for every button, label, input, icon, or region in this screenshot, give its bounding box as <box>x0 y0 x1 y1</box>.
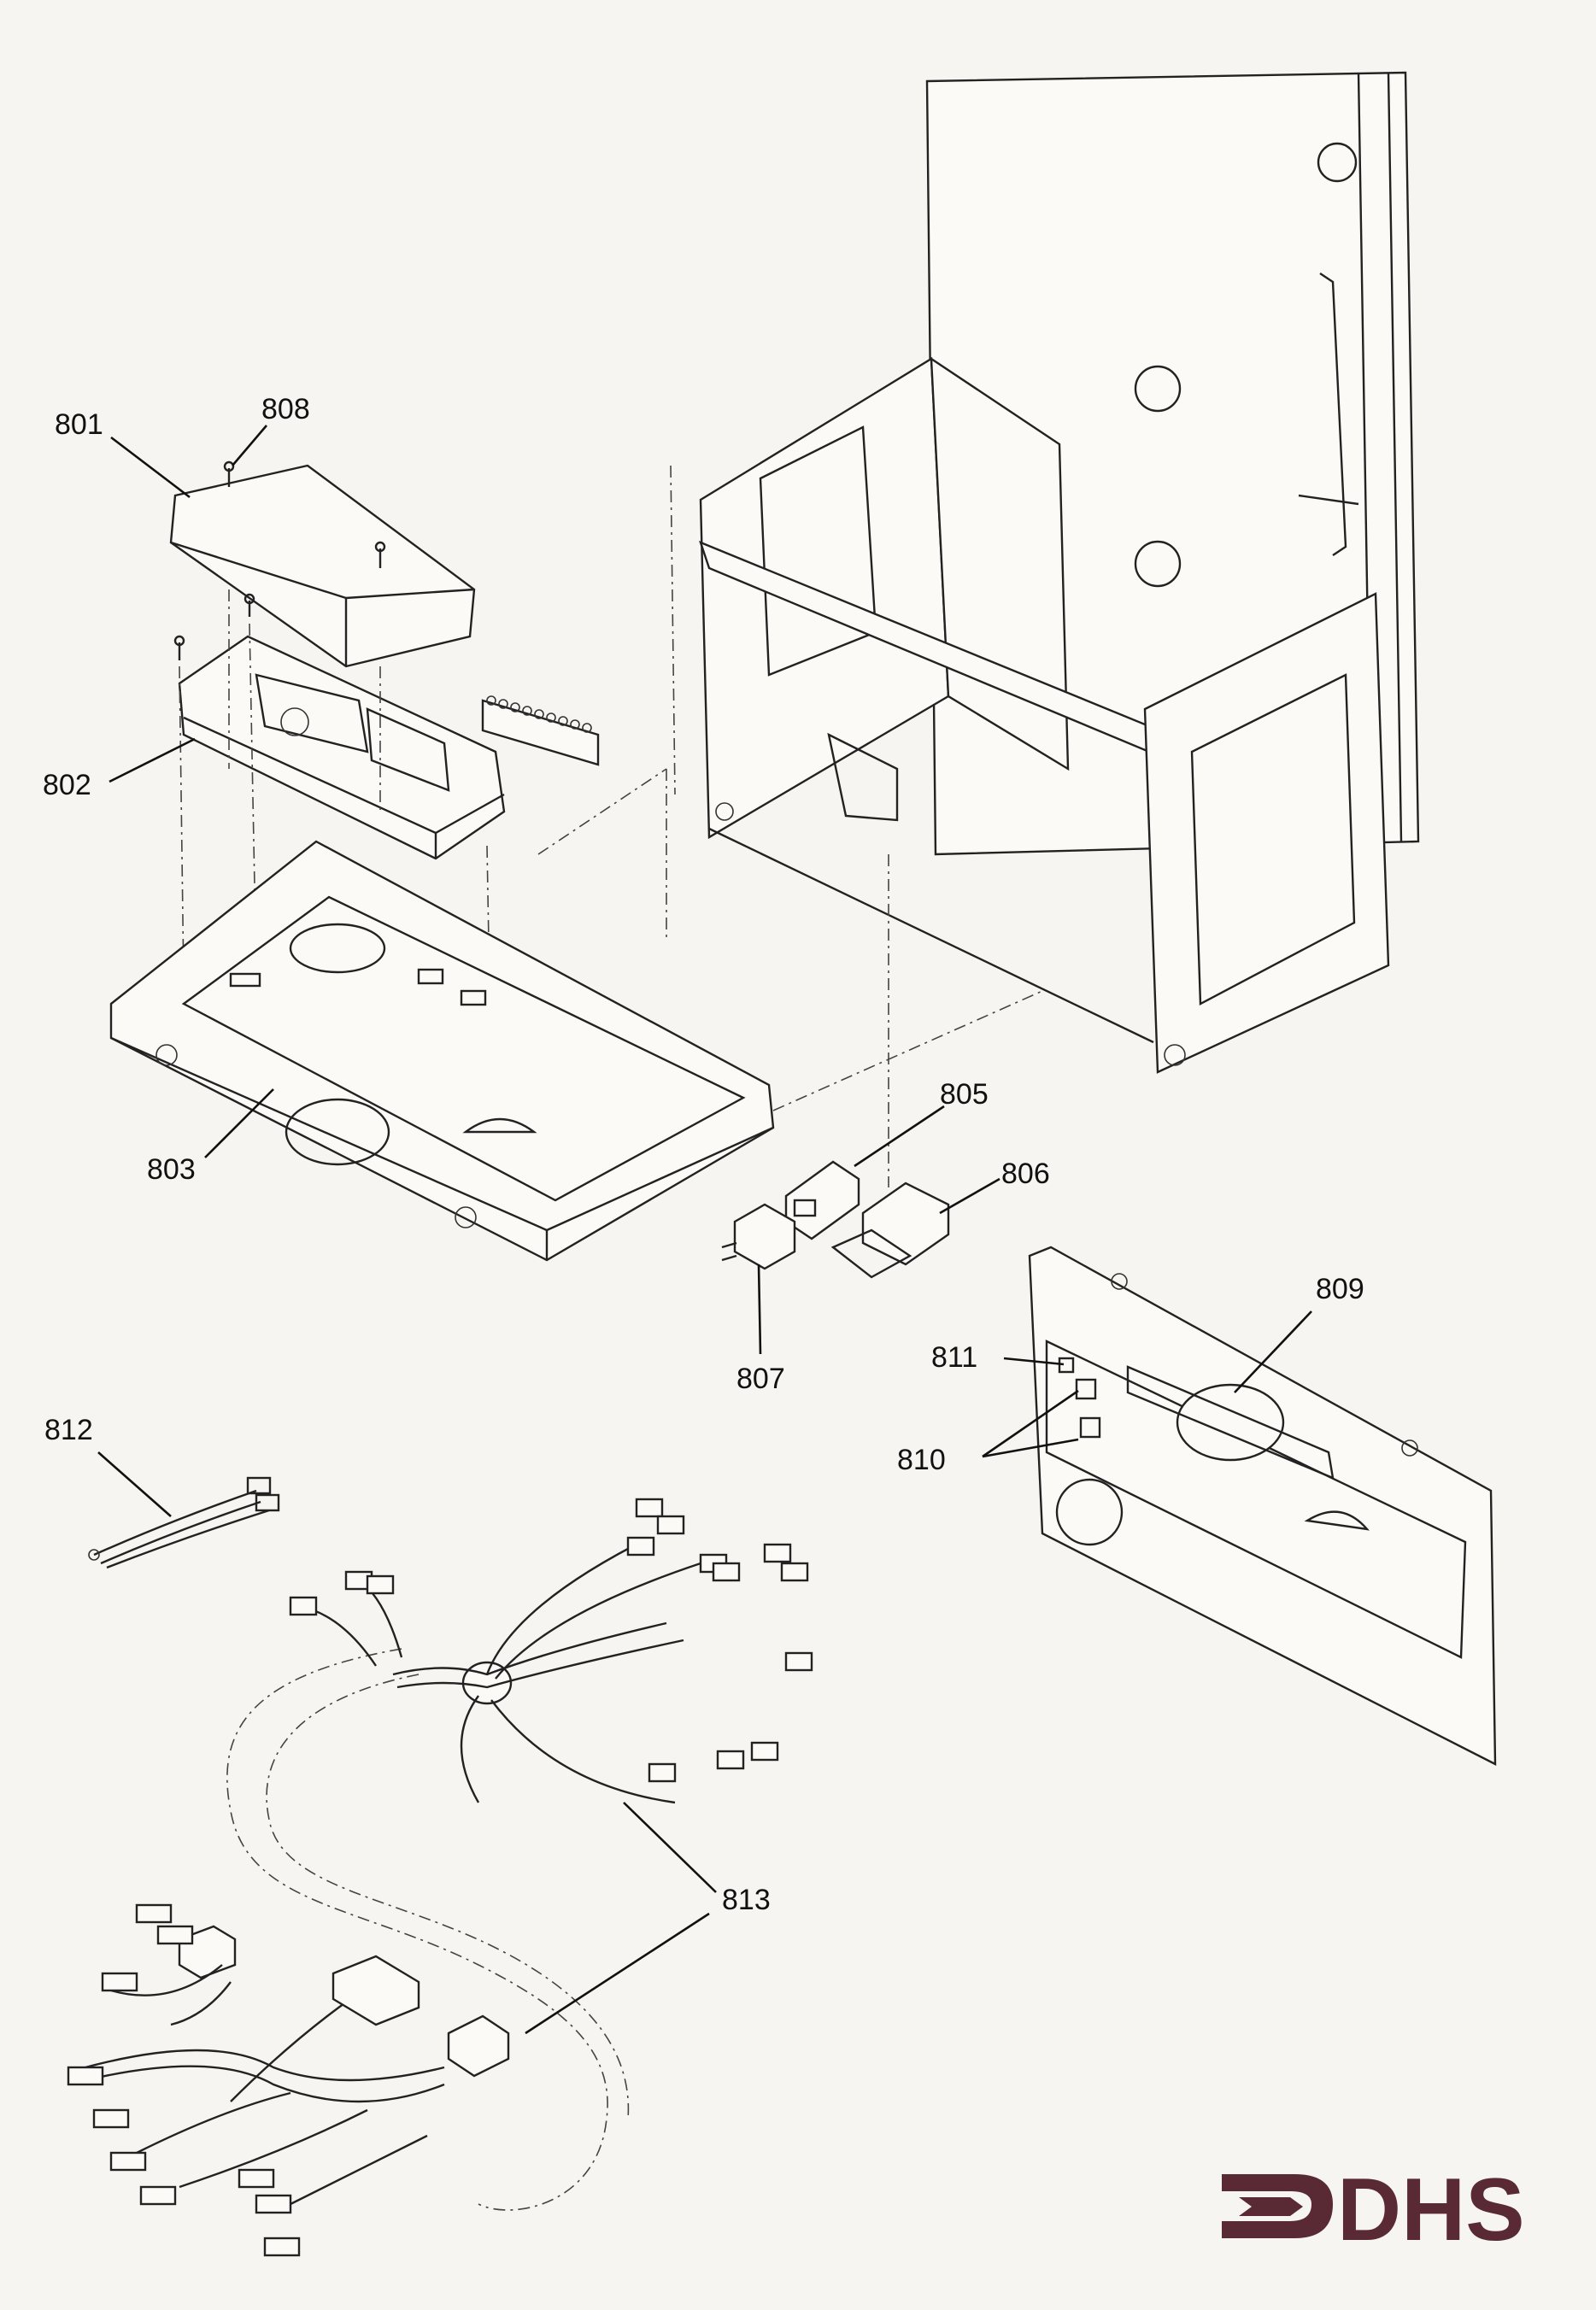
terminal-pin <box>486 695 496 706</box>
wire-connector <box>763 1543 792 1563</box>
front-panel-809 <box>1028 1246 1497 1766</box>
label-811: 811 <box>931 1341 977 1374</box>
wire-connector <box>263 2237 301 2257</box>
terminal-pin <box>498 699 508 709</box>
wire-connector <box>626 1536 655 1557</box>
wire-connector <box>366 1574 395 1595</box>
plug-805 <box>784 1160 860 1240</box>
wire-connector <box>67 2066 104 2086</box>
cover-801 <box>169 460 476 668</box>
wire-connector <box>750 1741 779 1762</box>
wire-connector <box>135 1903 173 1924</box>
leader-lines <box>97 425 1312 2035</box>
wire-connector <box>139 2185 177 2206</box>
label-809: 809 <box>1316 1273 1364 1305</box>
terminal-pin <box>558 716 568 726</box>
wire-connector <box>784 1651 813 1672</box>
terminal-pin <box>546 712 556 723</box>
part-labels: 801 802 803 805 806 807 808 809 810 811 … <box>43 393 1364 1916</box>
control-box-802 <box>178 635 506 860</box>
wire-connector <box>635 1498 664 1518</box>
label-803: 803 <box>147 1153 196 1186</box>
label-806: 806 <box>1001 1158 1050 1190</box>
wire-connector <box>101 1972 138 1992</box>
wire-connector <box>716 1750 745 1770</box>
dhs-logo-text: DHS <box>1337 2160 1525 2260</box>
label-808: 808 <box>261 393 310 425</box>
label-810: 810 <box>897 1444 946 1476</box>
wire-connector <box>289 1596 318 1616</box>
wire-connector <box>255 2194 292 2214</box>
harness-813 <box>67 1498 813 2257</box>
relay-806 <box>830 1181 950 1279</box>
dhs-logo: DHS <box>1222 2160 1525 2260</box>
wire-connector <box>109 2151 147 2172</box>
wire-connector <box>156 1925 194 1945</box>
terminal-pin <box>510 702 520 712</box>
wire-connector <box>712 1562 741 1582</box>
wire-connector <box>780 1562 809 1582</box>
label-807: 807 <box>736 1363 785 1395</box>
terminal-pin <box>570 719 580 730</box>
wire-connector <box>92 2108 130 2129</box>
terminal-pin <box>582 723 592 733</box>
label-812: 812 <box>44 1414 93 1446</box>
chassis-frame <box>699 71 1420 1074</box>
harness-812 <box>88 1476 280 1569</box>
label-802: 802 <box>43 769 91 801</box>
terminal-pin <box>522 706 532 716</box>
wire-connector <box>656 1515 685 1535</box>
label-801: 801 <box>55 408 103 441</box>
terminal-pin <box>534 709 544 719</box>
terminal-strip <box>481 695 600 766</box>
control-tray-803 <box>109 840 775 1262</box>
label-813: 813 <box>722 1884 771 1916</box>
dhs-logo-arrow-icon <box>1222 2174 1333 2238</box>
label-805: 805 <box>940 1078 989 1111</box>
switch-807 <box>721 1203 796 1270</box>
wire-connector <box>648 1762 677 1783</box>
wire-connector <box>238 2168 275 2189</box>
